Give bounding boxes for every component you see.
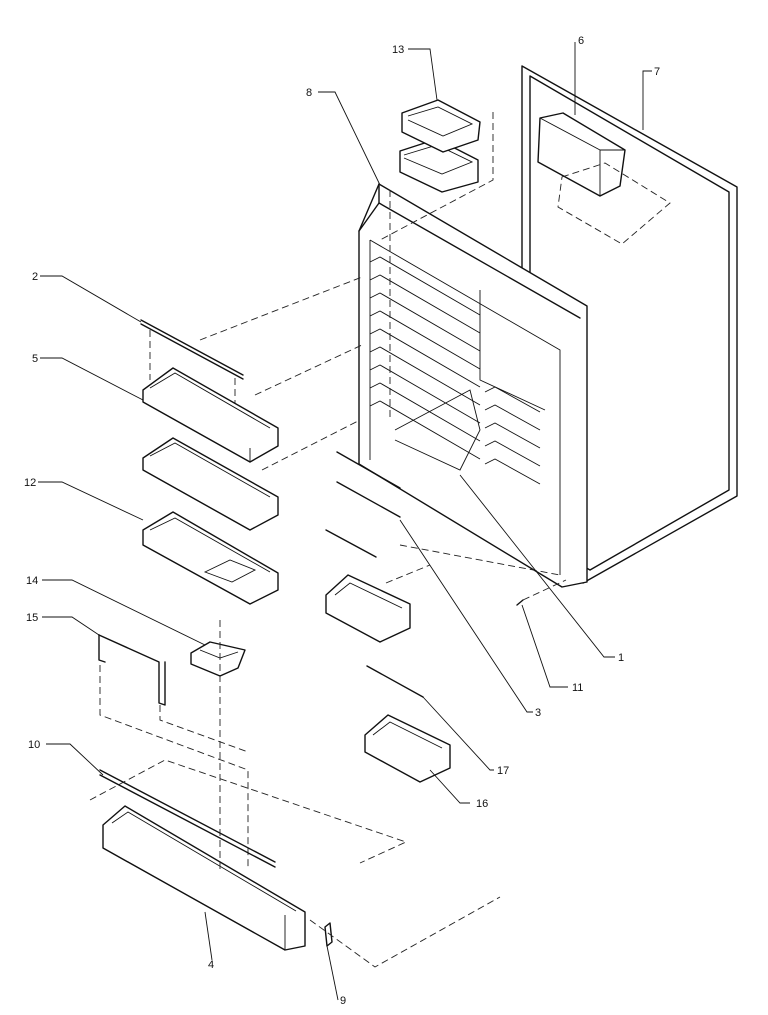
callout-9: 9 [340, 995, 346, 1007]
door-shelf-middle [142, 419, 361, 531]
divided-shelf-12 [142, 511, 279, 605]
storage-containers [379, 99, 494, 241]
callout-11: 11 [572, 682, 583, 694]
callout-15: 15 [26, 612, 38, 624]
callout-6: 6 [578, 35, 584, 47]
shelf-rail-3 [336, 451, 561, 576]
retainer-bracket-15 [98, 634, 249, 870]
callout-16: 16 [476, 798, 488, 810]
callout-8: 8 [306, 87, 312, 99]
callout-13: 13 [392, 44, 404, 56]
liner-ridges-right [484, 386, 541, 485]
callout-4: 4 [208, 959, 214, 971]
cup-holder-14 [190, 641, 246, 677]
small-bin-16 [364, 665, 451, 783]
leader-lines [38, 42, 652, 1001]
small-bin-upper [325, 529, 431, 643]
inner-door-liner [358, 183, 588, 588]
bin-rail-10 [89, 759, 408, 868]
dairy-door [537, 112, 671, 245]
callout-10: 10 [28, 739, 40, 751]
door-shelf-5 [142, 276, 363, 463]
callout-5: 5 [32, 353, 38, 365]
callout-3: 3 [535, 707, 541, 719]
clip-9 [309, 896, 501, 968]
callout-12: 12 [24, 477, 36, 489]
callout-1: 1 [618, 652, 624, 664]
bottom-bin-4 [102, 620, 306, 951]
callout-14: 14 [26, 575, 38, 587]
callout-7: 7 [654, 66, 660, 78]
callout-labels: 1 2 3 4 5 6 7 8 9 10 11 12 13 14 15 16 1… [24, 35, 660, 1007]
callout-2: 2 [32, 271, 38, 283]
callout-17: 17 [497, 765, 509, 777]
liner-ridges-left [369, 256, 481, 460]
pivot-pin-11 [516, 579, 567, 606]
